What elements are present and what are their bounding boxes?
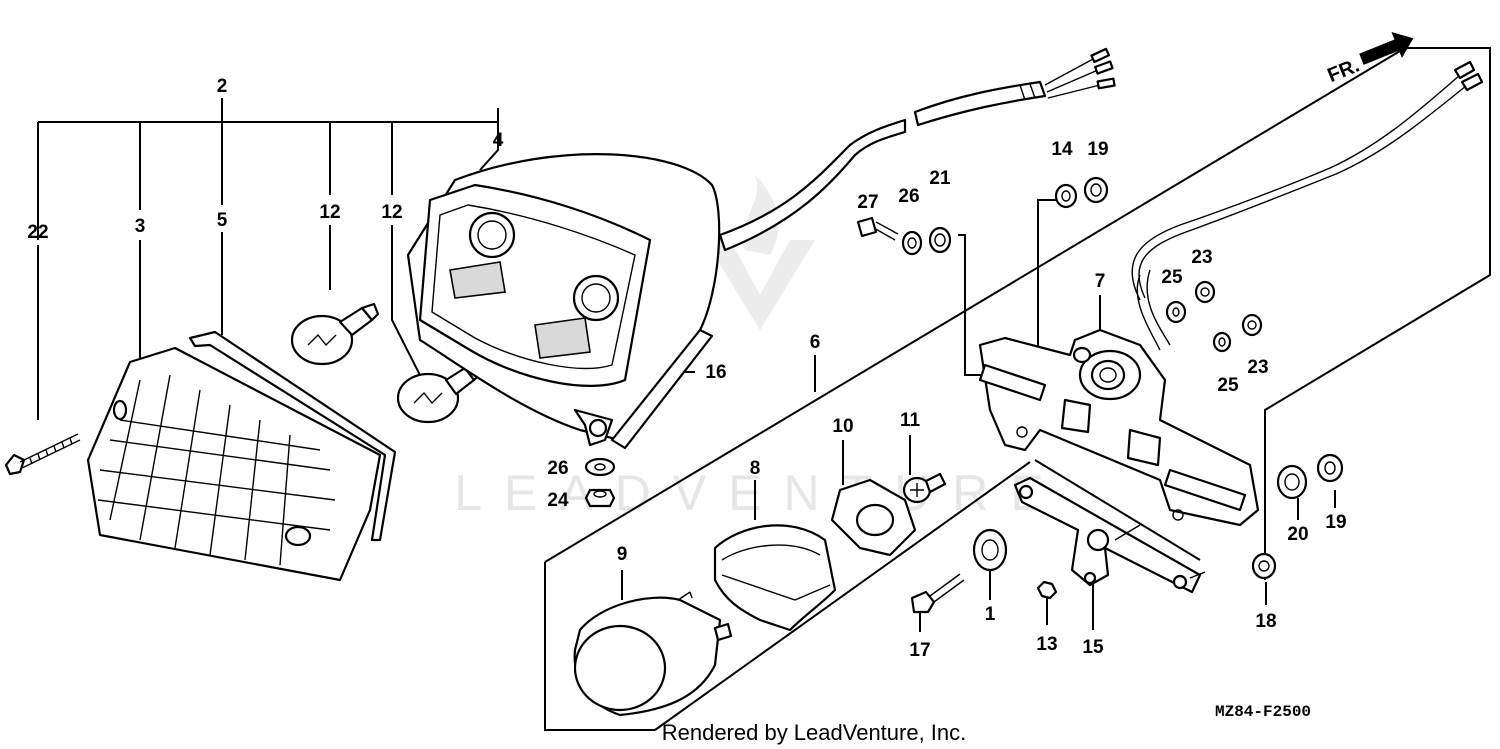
license-light-wiring (1131, 60, 1484, 351)
part-15-stay (1013, 476, 1206, 594)
part-24-nut (584, 488, 616, 508)
label-part-2: 2 (217, 76, 228, 97)
part-14-nut (1054, 183, 1078, 209)
label-part-17: 17 (909, 640, 930, 661)
label-part-9: 9 (617, 544, 628, 565)
part-1-grommet (972, 528, 1008, 572)
part-13-nut (1036, 580, 1058, 600)
part-27-washer (901, 230, 923, 256)
label-part-12b: 12 (381, 202, 402, 223)
label-part-7: 7 (1095, 271, 1106, 292)
label-part-16: 16 (705, 362, 726, 383)
taillight-wiring (718, 47, 1116, 252)
label-part-15: 15 (1082, 637, 1104, 658)
part-20-grommet (1276, 464, 1308, 500)
label-part-1: 1 (985, 604, 996, 625)
render-credit-footer: Rendered by LeadVenture, Inc. (662, 720, 967, 745)
label-part-14: 14 (1051, 139, 1073, 160)
part-17-bolt (910, 573, 965, 614)
part-12-bulb-upper (290, 302, 380, 366)
part-23-nut-lower (1241, 313, 1263, 337)
part-10-gasket (830, 478, 917, 557)
part-7-license-bracket (978, 328, 1260, 527)
part-4-taillight-housing (406, 153, 721, 447)
part-9-light-housing (573, 591, 733, 717)
part-21-collar (928, 226, 952, 254)
part-8-light-cover (713, 524, 837, 632)
label-part-25b: 25 (1217, 375, 1239, 396)
label-part-23a: 23 (1191, 247, 1212, 268)
label-part-19b: 19 (1325, 512, 1346, 533)
label-part-27: 26 (898, 186, 919, 207)
part-19-nut-upper (1083, 176, 1109, 204)
part-26-washer (584, 457, 616, 477)
part-23-nut-upper (1194, 280, 1216, 304)
part-25-washer-lower (1212, 331, 1232, 353)
front-arrow-icon (1359, 32, 1414, 65)
part-19-nut-lower (1316, 453, 1344, 483)
part-5-gasket (188, 330, 397, 542)
label-part-11: 11 (900, 410, 921, 431)
label-part-3: 3 (135, 216, 146, 237)
part-12-bulb-lower (396, 362, 482, 424)
label-part-20: 20 (1287, 524, 1308, 545)
part-18-nut (1251, 552, 1277, 580)
label-part-19a: 19 (1087, 139, 1108, 160)
part-labels: 2 4 22 3 5 12 12 16 6 27 26 21 14 19 7 2… (27, 76, 1346, 661)
front-direction-marker: FR. (1325, 32, 1414, 87)
leadventure-watermark: LEADVENTURE (454, 175, 1066, 521)
label-part-26: 26 (547, 458, 568, 479)
label-part-24: 24 (547, 490, 569, 511)
part-25-washer-upper (1165, 300, 1187, 324)
watermark-text: LEADVENTURE (454, 465, 1066, 521)
label-part-21: 21 (929, 168, 951, 189)
part-3-lens (86, 346, 382, 582)
part-11-bulb (902, 472, 947, 504)
part-28-bolt (856, 216, 899, 241)
diagram-reference-code: MZ84-F2500 (1215, 703, 1311, 721)
label-part-25a: 25 (1161, 267, 1183, 288)
label-part-6: 6 (810, 332, 821, 353)
label-part-8: 8 (750, 458, 761, 479)
label-part-10: 10 (832, 416, 853, 437)
label-part-5: 5 (217, 210, 228, 231)
label-part-22: 22 (27, 222, 48, 243)
label-part-4: 4 (493, 130, 504, 151)
direction-label: FR. (1325, 55, 1363, 87)
leader-lines (37, 47, 1491, 731)
label-part-23b: 23 (1247, 357, 1268, 378)
label-part-13: 13 (1036, 634, 1057, 655)
label-part-18: 18 (1255, 611, 1276, 632)
part-22-screw (4, 433, 81, 476)
label-part-28: 27 (857, 192, 878, 213)
label-part-12a: 12 (319, 202, 340, 223)
part-16-housing-gasket (610, 328, 714, 450)
